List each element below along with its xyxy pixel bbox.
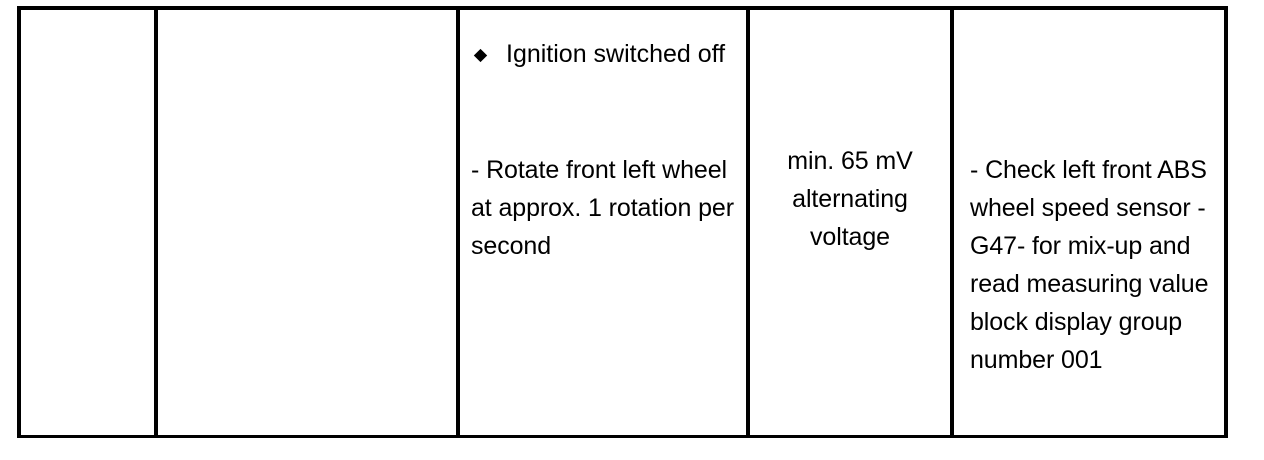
table-cell-column-2-content [158,10,456,435]
diamond-bullet-icon [473,48,488,63]
specified-value-text: min. 65 mV alternating voltage [787,147,913,251]
table-cell-column-1 [21,10,154,435]
table-cell-specified-value: min. 65 mV alternating voltage [746,10,950,435]
table-cell-test-step: Ignition switched off - Rotate front lef… [456,10,746,435]
bullet-item-label: Ignition switched off [506,40,726,68]
table-cell-remedy: - Check left front ABS wheel speed senso… [950,10,1216,435]
remedy-text: - Check left front ABS wheel speed senso… [970,156,1209,374]
bullet-list-item: Ignition switched off [471,35,741,73]
table-cell-column-1-content [21,10,154,435]
table-cell-column-2 [154,10,456,435]
data-table: Ignition switched off - Rotate front lef… [17,6,1228,438]
test-step-note: - Rotate front left wheel at approx. 1 r… [471,156,734,260]
